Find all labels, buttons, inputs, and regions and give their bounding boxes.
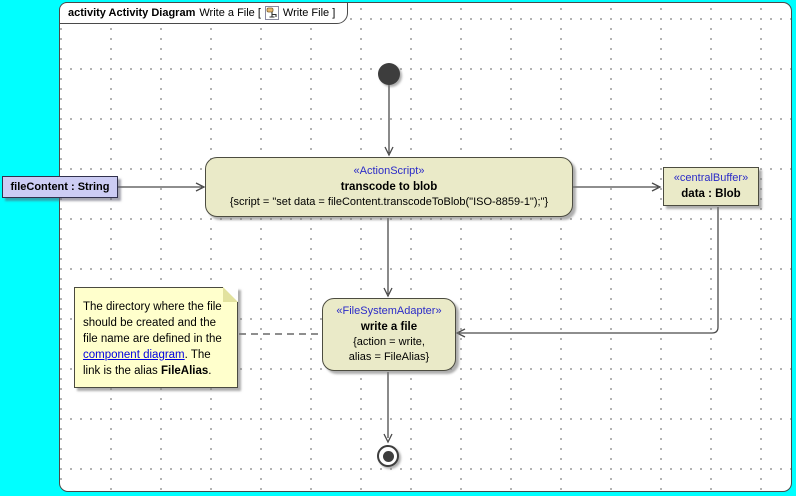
action-name: write a file	[360, 321, 418, 333]
activity-diagram-icon	[264, 6, 279, 20]
stereotype-label: «ActionScript»	[353, 165, 425, 177]
activity-final-node-dot	[382, 450, 394, 462]
action-properties-line: {action = write,	[353, 336, 425, 348]
component-diagram-link[interactable]: component diagram	[83, 349, 185, 361]
initial-node[interactable]	[378, 63, 400, 85]
note-text: . The link is the alias	[83, 349, 211, 377]
stereotype-label: «FileSystemAdapter»	[336, 305, 442, 317]
frame-diagram-name: Write a File [	[199, 7, 261, 19]
action-write-a-file[interactable]: «FileSystemAdapter» write a file {action…	[322, 298, 456, 371]
action-transcode-to-blob[interactable]: «ActionScript» transcode to blob {script…	[205, 157, 573, 217]
action-name: transcode to blob	[340, 181, 438, 193]
note-text: The directory where the file should be c…	[83, 301, 222, 345]
action-script-text: {script = "set data = fileContent.transc…	[229, 196, 549, 208]
central-buffer-data-blob[interactable]: «centralBuffer» data : Blob	[663, 167, 759, 206]
action-properties-line: alias = FileAlias}	[348, 351, 430, 363]
frame-content-ref: Write File ]	[282, 7, 336, 19]
diagram-frame-label[interactable]: activity Activity Diagram Write a File […	[59, 2, 349, 24]
stereotype-label: «centralBuffer»	[673, 172, 749, 184]
object-node-label: fileContent : String	[10, 181, 110, 193]
buffer-name: data : Blob	[681, 188, 741, 200]
object-node-filecontent[interactable]: fileContent : String	[2, 176, 118, 198]
note-text: .	[208, 365, 212, 377]
note-comment[interactable]: The directory where the file should be c…	[74, 287, 238, 388]
note-bold-text: FileAlias	[160, 365, 209, 377]
frame-kind-label: activity Activity Diagram	[68, 7, 196, 19]
activity-final-node[interactable]	[377, 445, 399, 467]
diagram-canvas[interactable]	[59, 2, 792, 492]
